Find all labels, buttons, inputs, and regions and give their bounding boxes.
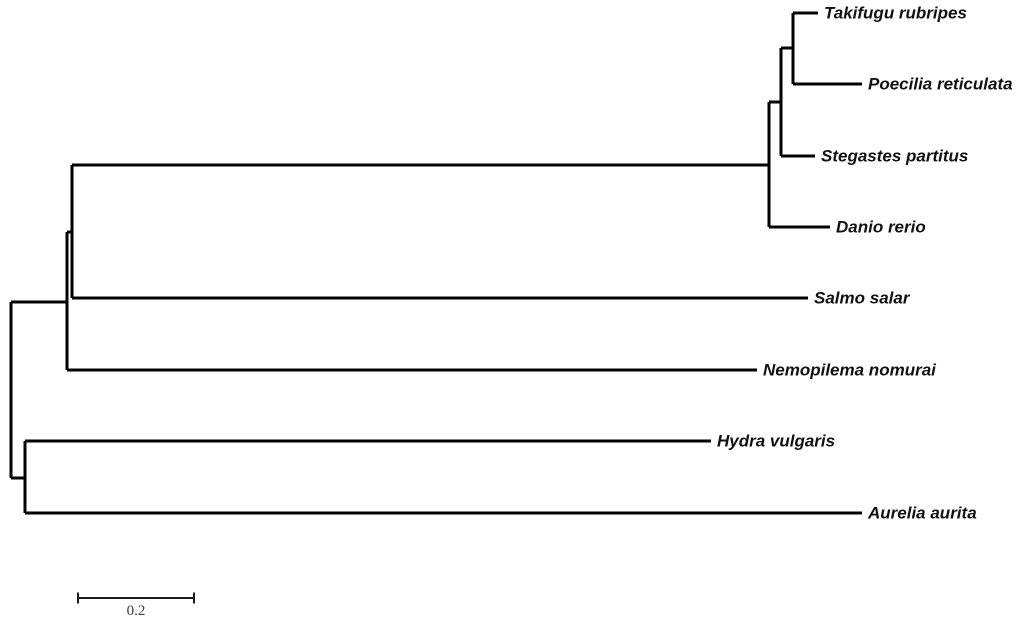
tree-branches-group <box>9 11 862 515</box>
tip-label-poecilia-reticulata: Poecilia reticulata <box>868 74 1013 94</box>
tip-label-hydra-vulgaris: Hydra vulgaris <box>717 431 836 451</box>
scale-bar-label: 0.2 <box>126 603 146 619</box>
scale-bar-group <box>77 592 195 604</box>
tip-label-aurelia-aurita: Aurelia aurita <box>868 503 977 523</box>
tip-label-nemopilema-nomurai: Nemopilema nomurai <box>763 360 936 380</box>
tip-label-danio-rerio: Danio rerio <box>836 217 926 237</box>
tip-label-stegastes-partitus: Stegastes partitus <box>821 146 969 166</box>
tip-label-salmo-salar: Salmo salar <box>814 288 910 308</box>
tip-label-takifugu-rubripes: Takifugu rubripes <box>824 3 967 23</box>
